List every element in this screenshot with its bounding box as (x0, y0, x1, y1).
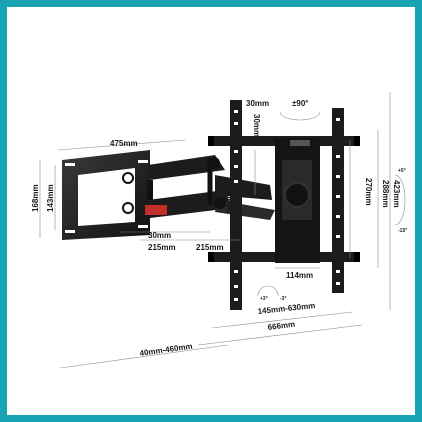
dim-tilt-down: -15° (398, 228, 407, 234)
dim-top-offset: 30mm (246, 99, 269, 108)
dim-wall-plate-inner-height: 143mm (46, 184, 55, 212)
dim-wall-plate-width: 475mm (110, 139, 138, 148)
extension-arms (145, 155, 275, 220)
dim-tilt-up: +5° (398, 168, 406, 174)
wall-plate (62, 150, 150, 240)
dim-level-minus: -3° (280, 296, 286, 302)
dim-bracket-offset: 180mm (224, 185, 233, 213)
dim-total-width: 666mm (267, 320, 295, 332)
dim-arm-segment-2: 215mm (196, 243, 224, 252)
dim-vesa-height-outer: 288mm (381, 180, 390, 208)
dim-arm-segment-1: 215mm (148, 243, 176, 252)
tv-bracket (208, 100, 360, 310)
dim-vesa-height-inner: 270mm (364, 178, 373, 206)
dimension-lines (39, 92, 406, 369)
dim-extension-range: 40mm-460mm (139, 342, 193, 358)
dim-center-width: 114mm (286, 271, 313, 280)
tv-mount-diagram: 475mm 168mm 143mm 30mm 215mm 215mm 180mm… (31, 92, 407, 369)
dim-vesa-width-range: 145mm-630mm (257, 301, 315, 316)
dim-swivel: ±90° (292, 99, 309, 108)
arm-accent (145, 205, 167, 215)
dim-vertical-offset: 30mm (252, 114, 261, 137)
dim-wall-plate-outer-height: 168mm (31, 184, 40, 212)
dim-level-plus: +3° (260, 296, 268, 302)
dim-total-height: 423mm (392, 180, 401, 208)
dim-arm-depth: 30mm (148, 231, 171, 240)
